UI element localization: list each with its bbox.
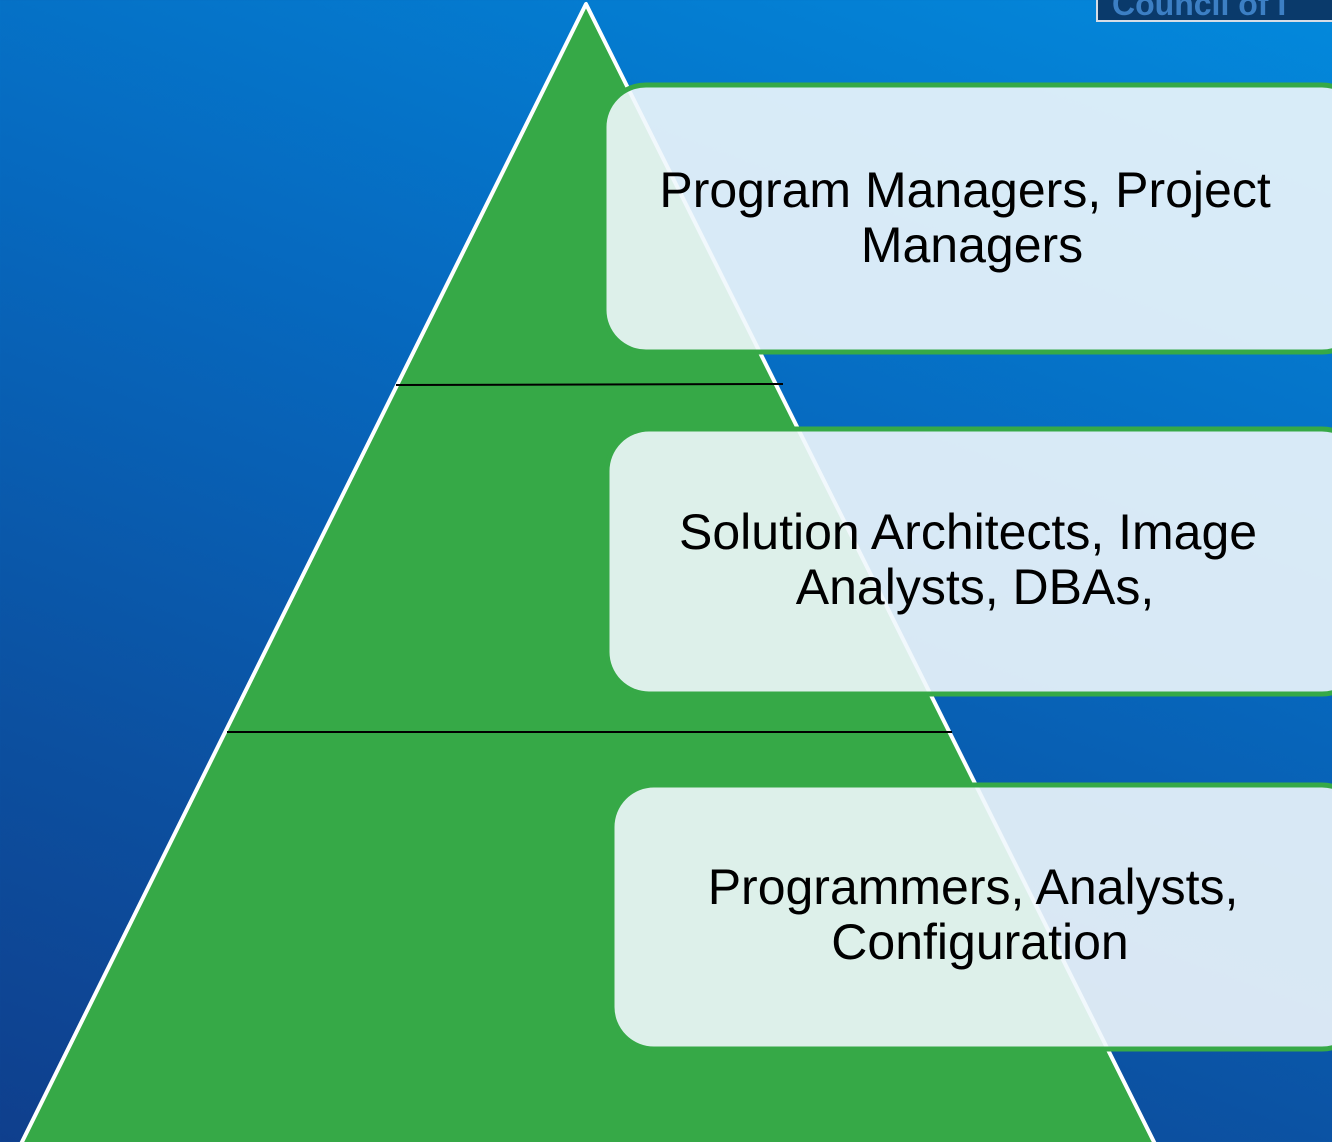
logo-fragment: Council of I: [1096, 0, 1332, 22]
logo-text: Council of I: [1112, 0, 1287, 22]
tier-box-1-background: [601, 82, 1332, 355]
tier-2-label: Solution Architects, Image Analysts, DBA…: [679, 504, 1271, 615]
tier-divider-upper: [395, 383, 784, 386]
tier-3-label-line-1: Programmers, Analysts,: [708, 859, 1239, 915]
tier-3-label-line-2: Configuration: [831, 914, 1128, 970]
tier-2-label-line-1: Solution Architects, Image: [679, 504, 1257, 560]
tier-1-label-line-2: Managers: [861, 217, 1083, 273]
tier-box-2-background: [604, 426, 1332, 697]
tier-1-label-line-1: Program Managers, Project: [659, 162, 1270, 218]
tier-box-2: Solution Architects, Image Analysts, DBA…: [604, 426, 1332, 697]
tier-box-1: Program Managers, Project Managers: [601, 82, 1332, 355]
tier-box-3-background: [609, 782, 1332, 1052]
tier-3-label: Programmers, Analysts, Configuration: [708, 859, 1253, 970]
tier-box-3: Programmers, Analysts, Configuration: [609, 782, 1332, 1052]
tier-1-label: Program Managers, Project Managers: [659, 162, 1284, 273]
tier-2-label-line-2: Analysts, DBAs,: [796, 559, 1154, 615]
